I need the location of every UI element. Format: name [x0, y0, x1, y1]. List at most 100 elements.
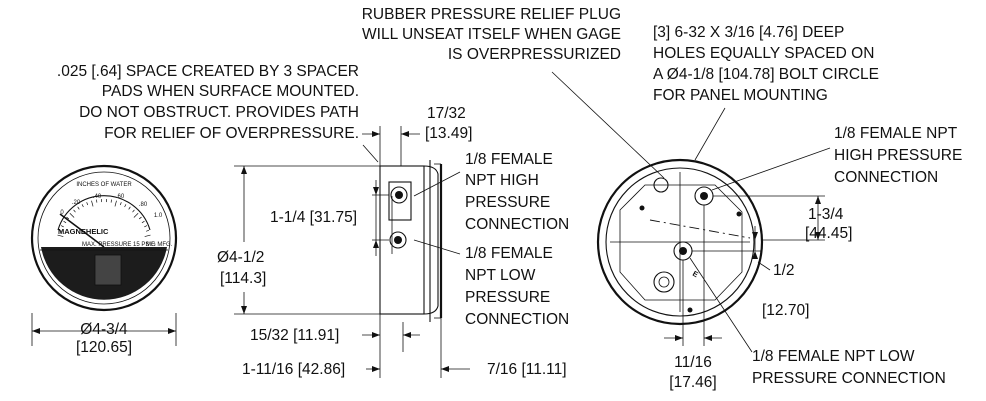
back-low-port-hole	[679, 247, 687, 255]
side-low-note-line: PRESSURE	[465, 289, 550, 306]
front-scale-tick	[144, 234, 151, 237]
spacer-note-line: .025 [.64] SPACE CREATED BY 3 SPACER	[57, 63, 359, 80]
front-brand-text: MAGNEHELIC	[58, 227, 109, 236]
front-view: INCHES OF WATER 0 .20 .40 .60 .80 1.0 MA…	[30, 164, 178, 356]
mounting-holes-leader	[694, 107, 726, 161]
back-low-note-line: 1/8 FEMALE NPT LOW	[752, 348, 915, 365]
front-zero-adjust	[94, 254, 122, 286]
front-scale-tick	[144, 225, 148, 228]
front-scale-tick	[128, 206, 131, 210]
front-scale-arc	[57, 195, 151, 231]
back-high-note-line: 1/8 FEMALE NPT	[834, 125, 958, 142]
back-bottom-arrowheads	[675, 335, 712, 341]
back-right-dim-b-label: 1/2	[773, 262, 795, 279]
side-low-port-hole	[394, 236, 402, 244]
front-scale-tick	[124, 204, 127, 208]
front-scale-tick	[57, 234, 64, 237]
side-body-dim-metric: [114.3]	[220, 270, 266, 287]
front-scale-tick	[66, 216, 70, 220]
front-pointer	[59, 213, 105, 248]
front-units-text: INCHES OF WATER	[76, 182, 132, 188]
side-high-leader	[413, 171, 461, 197]
side-low-note-line: 1/8 FEMALE	[465, 245, 553, 262]
side-high-note-line: PRESSURE	[465, 194, 550, 211]
mounting-holes-note-line: [3] 6-32 X 3/16 [4.76] DEEP	[653, 24, 844, 41]
back-relief-plug	[653, 177, 669, 193]
side-high-note-line: NPT HIGH	[465, 172, 539, 189]
side-bezel-dim-label: 7/16 [11.11]	[487, 361, 567, 378]
front-tick-label: .40	[93, 194, 102, 200]
front-tick-label: .20	[72, 200, 81, 206]
notes: .025 [.64] SPACE CREATED BY 3 SPACER PAD…	[57, 6, 962, 387]
front-scale-tick	[86, 202, 89, 206]
back-bottom-dim-label: 11/16	[674, 354, 712, 371]
back-right-dim-a-metric: [44.45]	[805, 225, 852, 242]
side-top-arrowheads	[372, 131, 409, 137]
front-tick-label: 0	[60, 210, 64, 216]
back-right-dim-b-metric: [12.70]	[762, 302, 809, 319]
front-scale-tick	[141, 220, 145, 224]
relief-plug-leader	[551, 71, 665, 179]
back-right-dim-a-label: 1-3/4	[808, 206, 844, 223]
front-bezel-inner	[37, 171, 171, 305]
spacer-note-line: FOR RELIEF OF OVERPRESSURE.	[104, 125, 359, 142]
front-scale-ticks	[57, 199, 151, 237]
front-max-pressure-text: MAX. PRESSURE 15 PSIG	[82, 242, 156, 248]
back-low-note-line: PRESSURE CONNECTION	[752, 370, 946, 387]
back-mounting-hole	[736, 211, 742, 217]
side-low-leader	[413, 239, 461, 255]
front-scale-tick	[119, 202, 122, 206]
side-depth-a-label: 15/32 [11.91]	[250, 327, 339, 344]
relief-plug-note-line: IS OVERPRESSURIZED	[448, 46, 621, 63]
relief-plug-note-line: RUBBER PRESSURE RELIEF PLUG	[362, 6, 621, 23]
spacer-note-line: PADS WHEN SURFACE MOUNTED.	[102, 83, 359, 100]
side-depth-b-label: 1-11/16 [42.86]	[242, 361, 345, 378]
side-view: 17/32 [13.49] 1-1/4 [31.75] Ø4-1/2 [114.…	[217, 105, 567, 378]
front-diameter-label: Ø4-3/4	[80, 321, 128, 338]
front-scale-tick	[91, 200, 94, 207]
side-high-port-outer	[390, 186, 408, 204]
back-bottom-dim-metric: [17.46]	[669, 374, 716, 391]
side-low-port-outer	[389, 231, 407, 249]
back-high-note-line: HIGH PRESSURE	[834, 147, 962, 164]
front-tick-label: .80	[139, 202, 148, 208]
front-scale-tick	[77, 206, 80, 210]
mounting-holes-note-line: HOLES EQUALLY SPACED ON	[653, 45, 874, 62]
front-scale-tick	[60, 225, 64, 228]
side-high-note-line: CONNECTION	[465, 216, 569, 233]
front-bezel-outer	[30, 164, 178, 312]
front-tick-label: .60	[116, 194, 125, 200]
front-scale-tick	[73, 209, 76, 213]
front-scale-tick	[133, 213, 139, 218]
back-gear-boss-inner	[658, 276, 670, 288]
front-model-text: MF. MFG.	[146, 242, 173, 248]
back-high-port-hole	[700, 192, 708, 200]
front-scale-tick	[58, 229, 62, 232]
front-scale-tick	[114, 200, 117, 207]
side-bezel	[423, 165, 439, 315]
side-top-dim-metric: [13.49]	[425, 125, 472, 142]
front-scale-tick	[69, 213, 75, 218]
mounting-holes-note-line: FOR PANEL MOUNTING	[653, 87, 828, 104]
side-spacing-label: 1-1/4 [31.75]	[270, 209, 357, 226]
back-right-dim-b-leader	[757, 261, 771, 271]
front-scale-tick	[63, 220, 67, 224]
back-mounting-hole	[687, 307, 693, 313]
front-scale-tick	[132, 209, 135, 213]
front-tick-label: 1.0	[154, 213, 163, 219]
front-scale-tick	[81, 204, 84, 208]
back-view: E 1-3/4 [44.45] 1/2 [12.70] 11/16 [17.46…	[551, 71, 852, 391]
side-low-note-line: NPT LOW	[465, 267, 536, 284]
spacer-note-line: DO NOT OBSTRUCT. PROVIDES PATH	[79, 104, 359, 121]
mounting-holes-note-line: A Ø4-1/8 [104.78] BOLT CIRCLE	[653, 66, 879, 83]
front-scale-tick	[146, 229, 150, 232]
front-scale-tick	[138, 216, 142, 220]
back-cast-marking: E	[691, 269, 700, 279]
side-low-note-line: CONNECTION	[465, 311, 569, 328]
back-outer-rim	[596, 158, 764, 326]
side-high-note-line: 1/8 FEMALE	[465, 151, 553, 168]
side-high-port-boss	[388, 181, 412, 221]
side-depth-b-arrowheads	[372, 366, 449, 372]
front-diameter-metric: [120.65]	[76, 339, 132, 356]
